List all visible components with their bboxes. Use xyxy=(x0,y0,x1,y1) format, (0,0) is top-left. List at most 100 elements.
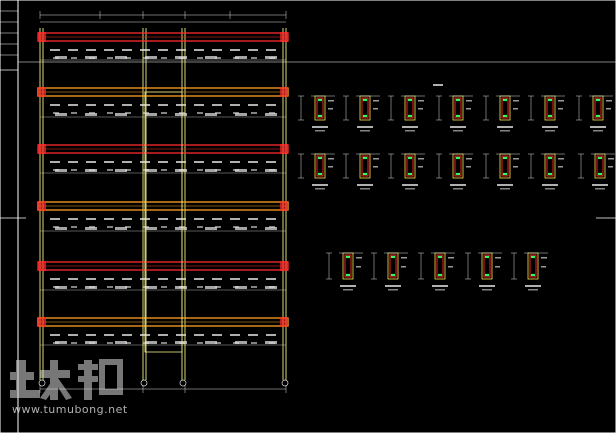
stirrup xyxy=(501,97,509,119)
section-label-sub xyxy=(405,130,415,132)
rebar-note xyxy=(248,334,258,336)
rebar-note xyxy=(158,218,168,220)
rebar-note xyxy=(266,334,276,336)
rebar-note xyxy=(86,49,96,51)
rebar-note xyxy=(230,218,240,220)
rebar-dot xyxy=(407,98,411,102)
callout xyxy=(401,257,407,259)
rebar-note xyxy=(68,334,78,336)
rebar-note xyxy=(197,286,203,288)
rebar-note xyxy=(194,104,204,106)
rebar-dot xyxy=(486,255,490,259)
rebar-dot xyxy=(504,98,508,102)
rebar-dot xyxy=(530,273,534,277)
stirrup xyxy=(406,155,414,177)
rebar-note xyxy=(50,334,60,336)
span-label xyxy=(175,113,187,116)
span-label xyxy=(265,113,277,116)
callout xyxy=(558,166,563,168)
rebar-dot xyxy=(317,114,321,118)
rebar-dot xyxy=(502,156,506,160)
section-label xyxy=(450,126,466,128)
core-outline xyxy=(144,91,183,353)
rebar-note xyxy=(251,112,257,114)
rebar-dot xyxy=(362,114,366,118)
rebar-note xyxy=(68,161,78,163)
rebar-dot xyxy=(345,273,349,277)
callout xyxy=(466,108,471,110)
rebar-dot xyxy=(455,156,459,160)
span-label xyxy=(85,113,97,116)
rebar-dot xyxy=(455,98,459,102)
rebar-note xyxy=(86,104,96,106)
stirrup xyxy=(316,97,324,119)
callout xyxy=(328,158,334,160)
rebar-dot xyxy=(392,273,396,277)
rebar-note xyxy=(161,169,167,171)
rebar-note xyxy=(104,218,114,220)
title-block xyxy=(0,0,19,71)
rebar-note xyxy=(86,278,96,280)
rebar-dot xyxy=(362,98,366,102)
span-label xyxy=(115,56,127,59)
callout xyxy=(558,108,563,110)
rebar-dot xyxy=(484,255,488,259)
section-label xyxy=(525,285,541,287)
rebar-dot xyxy=(319,98,323,102)
rebar-note xyxy=(194,218,204,220)
beam-section xyxy=(528,153,565,190)
section-label xyxy=(357,184,373,186)
span-label xyxy=(265,341,277,344)
rebar-note xyxy=(68,218,78,220)
callout xyxy=(448,257,454,259)
rebar-note xyxy=(50,218,60,220)
beam-end-block xyxy=(280,261,288,271)
rebar-note xyxy=(125,169,131,171)
callout xyxy=(608,166,613,168)
rebar-dot xyxy=(390,255,394,259)
rebar-note xyxy=(176,161,186,163)
stirrup xyxy=(454,155,462,177)
rebar-note xyxy=(215,286,221,288)
rebar-note xyxy=(176,104,186,106)
span-label xyxy=(85,227,97,230)
rebar-dot xyxy=(547,156,551,160)
span-label xyxy=(55,113,67,116)
rebar-note xyxy=(125,342,131,344)
rebar-note xyxy=(251,226,257,228)
rebar-note xyxy=(104,278,114,280)
beam-section xyxy=(326,252,363,291)
callout xyxy=(373,108,378,110)
rebar-note xyxy=(161,342,167,344)
rebar-note xyxy=(71,57,77,59)
rebar-dot xyxy=(504,156,508,160)
rebar-dot xyxy=(549,98,553,102)
rebar-note xyxy=(122,218,132,220)
stirrup xyxy=(361,155,369,177)
rebar-note xyxy=(266,49,276,51)
span-label xyxy=(265,169,277,172)
detail-header-note xyxy=(433,84,443,86)
axis-bubble xyxy=(281,379,289,387)
stirrup xyxy=(389,254,397,278)
rebar-dot xyxy=(502,98,506,102)
callout xyxy=(608,158,614,160)
rebar-note xyxy=(125,286,131,288)
section-label-sub xyxy=(405,188,415,190)
callout xyxy=(513,108,518,110)
rebar-dot xyxy=(597,156,601,160)
callout xyxy=(513,158,519,160)
stirrup xyxy=(361,97,369,119)
rebar-note xyxy=(251,57,257,59)
rebar-note xyxy=(125,57,131,59)
rebar-dot xyxy=(597,172,601,176)
span-label xyxy=(115,169,127,172)
rebar-note xyxy=(71,112,77,114)
beam-section xyxy=(298,95,335,132)
span-label xyxy=(175,56,187,59)
callout xyxy=(541,257,547,259)
callout xyxy=(513,166,518,168)
section-label xyxy=(357,126,373,128)
rebar-note xyxy=(161,57,167,59)
rebar-note xyxy=(122,334,132,336)
